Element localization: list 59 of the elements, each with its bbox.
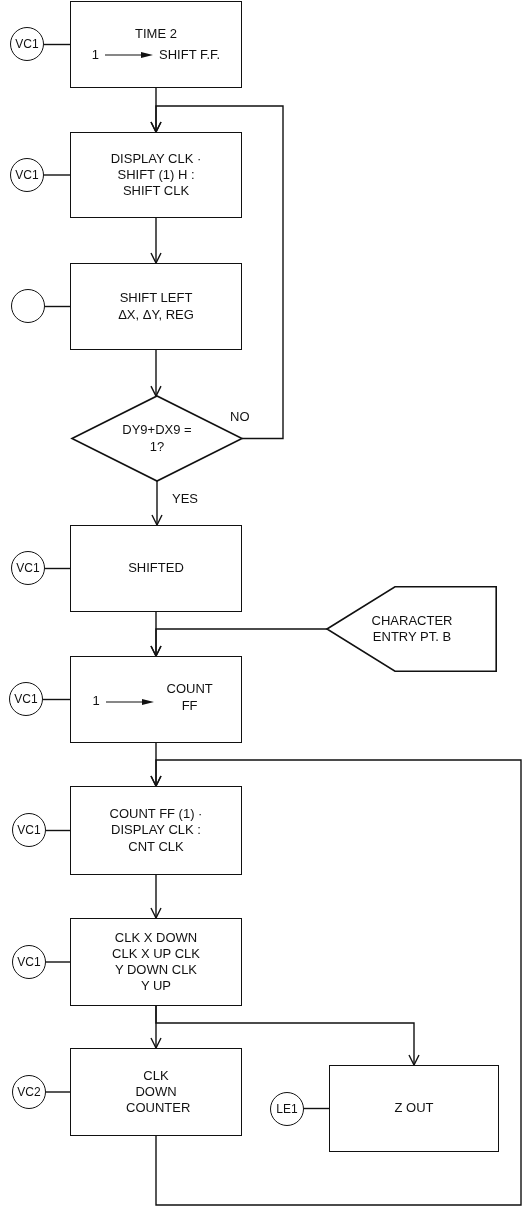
connector-circle (11, 289, 45, 323)
process-box (70, 132, 242, 218)
node-text: VC1 (15, 36, 39, 52)
connector-circle (12, 1075, 46, 1109)
connector-circle (10, 158, 44, 192)
node-text: DY9+DX9 = 1? (121, 422, 193, 455)
node-text: TIME 2 (135, 26, 177, 43)
node-text: SHIFT LEFT ΔX, ΔY, REG (117, 290, 195, 323)
connector-circle (12, 945, 46, 979)
process-box (70, 1048, 242, 1136)
connector-line (303, 1107, 330, 1110)
connector-line (44, 567, 71, 570)
connector-line (43, 43, 71, 46)
edge-label: YES (170, 491, 200, 506)
flow-arrow (155, 1005, 420, 1066)
node-text: LE1 (276, 1101, 298, 1117)
node-text: 1 (92, 693, 100, 710)
node-text: SHIFTED (128, 560, 184, 577)
node-text: VC1 (14, 691, 38, 707)
connector-line (45, 1091, 71, 1093)
flow-arrow (150, 759, 522, 1206)
node-text: SHIFT F.F. (159, 46, 221, 63)
flow-arrow (150, 874, 162, 919)
node-text: COUNT FF (1) · DISPLAY CLK : CNT CLK (108, 806, 204, 855)
process-box (70, 786, 242, 875)
entry-point-hexagon (327, 586, 497, 672)
node-text: CLK X DOWN CLK X UP CLK Y DOWN CLK Y UP (111, 929, 201, 995)
flow-arrow (151, 480, 163, 526)
connector-line (44, 305, 71, 308)
process-box (70, 918, 242, 1006)
process-box (70, 525, 242, 612)
flow-arrow (150, 349, 162, 397)
node-text: VC1 (17, 954, 41, 970)
connector-circle (12, 813, 46, 847)
process-box (70, 263, 242, 350)
node-text: 1 (91, 46, 100, 63)
process-box (70, 1, 242, 88)
flow-arrow (150, 105, 284, 440)
connector-line (45, 829, 71, 832)
node-text: VC2 (17, 1084, 41, 1100)
connector-circle (270, 1092, 304, 1126)
process-box (329, 1065, 499, 1152)
process-box (70, 656, 242, 743)
connector-circle (11, 551, 45, 585)
connector-circle (10, 27, 44, 61)
node-text: DISPLAY CLK · SHIFT (1) H : SHIFT CLK (109, 150, 203, 200)
node-text: COUNT FF (165, 681, 214, 714)
connector-line (42, 698, 71, 701)
node-text: CHARACTER ENTRY PT. B (370, 612, 454, 646)
flow-arrow (150, 628, 328, 657)
flow-arrow (150, 217, 162, 264)
node-text: VC1 (15, 167, 39, 183)
connector-circle (9, 682, 43, 716)
node-text: Z OUT (394, 1100, 434, 1117)
edge-label: NO (228, 409, 252, 424)
connector-line (43, 174, 71, 176)
connector-line (45, 961, 71, 963)
node-text: VC1 (17, 822, 41, 838)
node-text: VC1 (16, 560, 40, 576)
